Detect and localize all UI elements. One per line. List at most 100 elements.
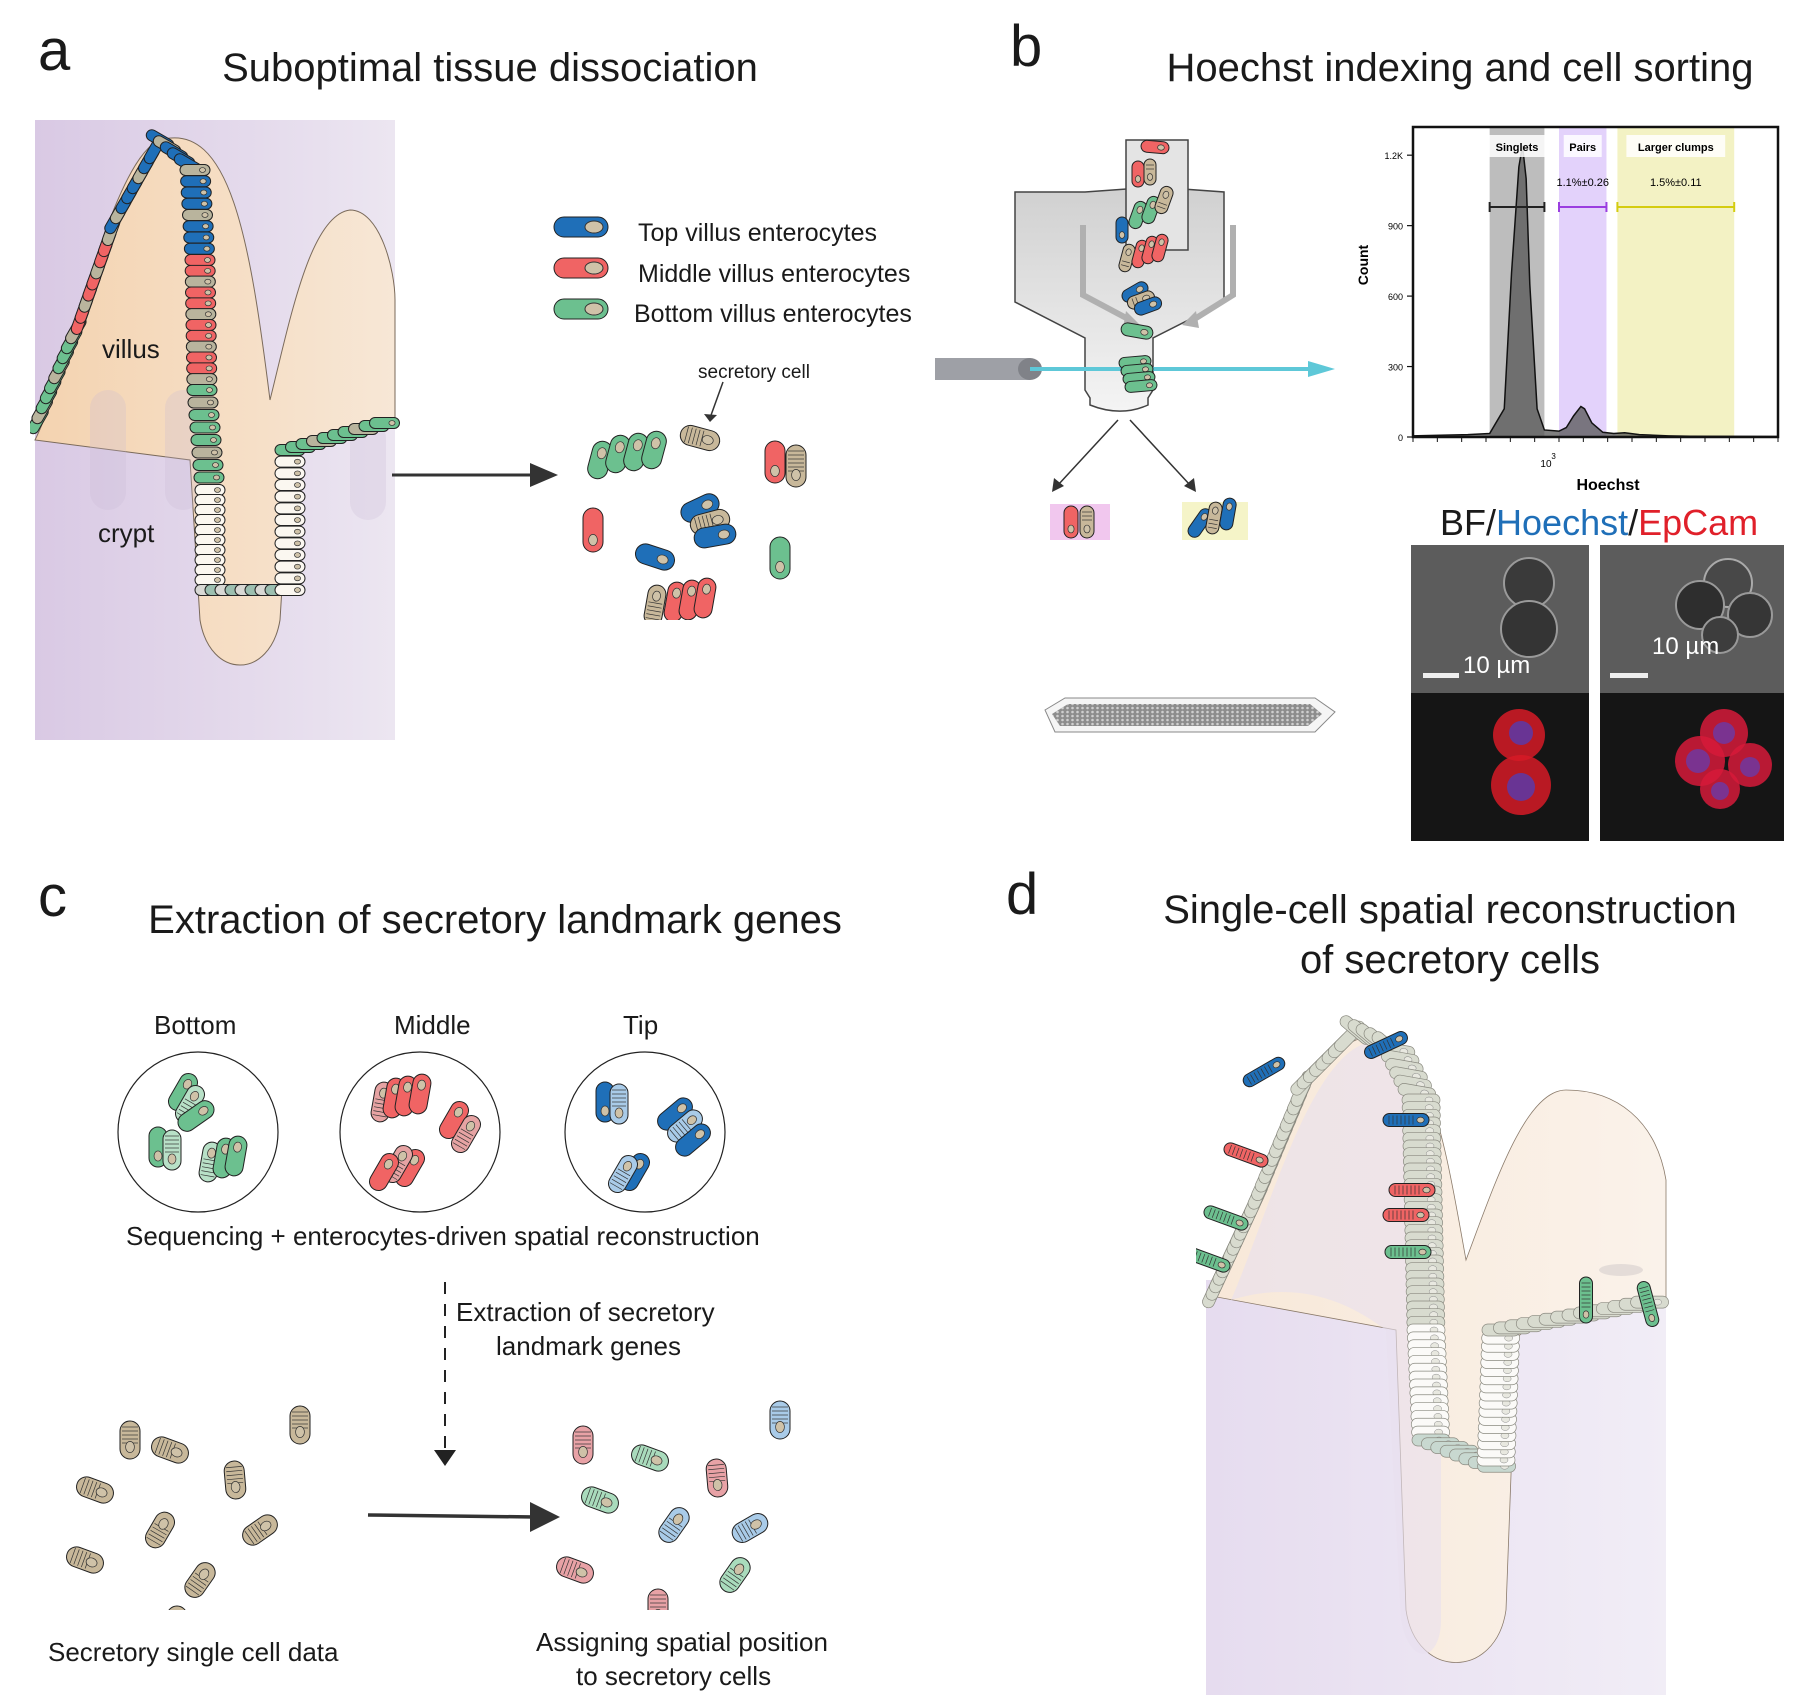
sequencing-caption: Sequencing + enterocytes-driven spatial …	[126, 1221, 760, 1251]
group-cell	[608, 1154, 638, 1194]
epithelial-cell	[188, 409, 220, 421]
legend-middle-label: Middle villus enterocytes	[638, 260, 911, 288]
scale-bar-label-left: 10 µm	[1463, 652, 1531, 679]
legend-middle-icon	[553, 257, 609, 279]
legend-bottom-icon	[553, 298, 609, 320]
group-label-bottom: Bottom	[154, 1010, 237, 1040]
group-circle-bottom	[117, 1051, 279, 1213]
brightfield-image-pair: 10 µm	[1411, 545, 1589, 693]
gate-region-larger-clumps	[1617, 127, 1735, 437]
gate-region-pairs	[1559, 127, 1607, 437]
bottom-cell	[769, 536, 791, 580]
epithelial-cell	[274, 479, 306, 491]
assigned-secretory-cell	[631, 1444, 669, 1472]
epithelial-cell	[186, 362, 218, 375]
panel-d-title-line2: of secretory cells	[1299, 938, 1601, 982]
epithelial-cell	[180, 175, 212, 188]
epithelial-cell	[274, 560, 306, 573]
epithelial-cell	[194, 494, 226, 506]
epithelial-cell	[194, 524, 226, 536]
epithelial-cell	[193, 471, 225, 484]
epithelial-cell	[190, 434, 222, 446]
epithelial-cell	[183, 242, 215, 255]
panel-a-title: Suboptimal tissue dissociation	[222, 46, 758, 90]
assigned-secretory-cell	[572, 1425, 594, 1465]
epithelial-cell	[185, 286, 216, 299]
secretory-cell	[242, 1514, 278, 1546]
y-tick-label: 900	[1388, 222, 1403, 232]
assigned-secretory-cell	[769, 1400, 791, 1440]
epithelial-cell	[194, 504, 226, 516]
epithelial-cell	[274, 549, 306, 561]
dissociation-arrow	[392, 463, 558, 487]
well-plate	[1044, 697, 1336, 733]
group-cell	[224, 1135, 248, 1177]
group-cell	[451, 1114, 481, 1154]
epithelial-cell	[274, 490, 306, 503]
clump-cell	[693, 577, 717, 619]
panel-letter-d: d	[1006, 862, 1039, 927]
secretory-cell	[785, 444, 807, 488]
bottom-cell	[1120, 322, 1154, 340]
clump-cell	[1219, 497, 1237, 531]
assign-caption-line2: to secretory cells	[576, 1661, 772, 1691]
highlighted-secretory-cell	[1242, 1056, 1286, 1088]
extraction-caption-line1: Extraction of secretory	[456, 1297, 715, 1327]
assign-arrow	[367, 1513, 536, 1519]
epithelial-cell	[184, 264, 216, 277]
epithelial-cell	[179, 164, 211, 176]
highlighted-secretory-cell	[1382, 1113, 1430, 1127]
epithelial-cell	[184, 275, 216, 288]
highlighted-secretory-cell	[1384, 1245, 1432, 1259]
middle-cell	[582, 507, 604, 553]
background-cell-outline	[1599, 1264, 1643, 1276]
top-cell	[1115, 216, 1129, 244]
top-cell	[693, 523, 737, 549]
gate-percent-label: 1.1%±0.26	[1556, 177, 1609, 189]
secretory-cell	[289, 1405, 311, 1445]
legend-bottom-label: Bottom villus enterocytes	[634, 300, 912, 328]
secretory-cell	[679, 424, 721, 452]
epithelial-cell	[369, 417, 400, 429]
dissociated-cells	[582, 381, 807, 620]
epithelial-cell	[185, 340, 217, 353]
secretory-cell	[166, 1605, 188, 1610]
secretory-cell	[1143, 158, 1157, 186]
plot-frame	[1411, 125, 1780, 439]
villus-crypt-illustration: villus crypt	[30, 120, 400, 740]
assigned-secretory-cell	[705, 1458, 729, 1498]
sample-tube	[1125, 139, 1189, 251]
assigned-secretory-cell	[556, 1556, 594, 1584]
brightfield-image-clump: 10 µm	[1600, 545, 1784, 693]
extraction-caption-line2: landmark genes	[496, 1331, 681, 1361]
epithelial-cell	[180, 186, 212, 199]
epithelial-cell	[184, 254, 216, 266]
assigned-secretory-cell	[647, 1588, 669, 1610]
villus-label: villus	[102, 334, 160, 364]
epithelial-cell	[274, 572, 306, 585]
epithelial-cell	[189, 421, 221, 434]
epithelial-cell	[194, 554, 226, 566]
legend-top-icon	[553, 216, 609, 238]
secretory-data-caption: Secretory single cell data	[48, 1637, 339, 1667]
epithelial-cell	[185, 329, 217, 342]
secretory-cell	[119, 1420, 141, 1460]
epithelial-cell	[182, 209, 213, 221]
top-cell	[1121, 281, 1149, 303]
assigned-secretory-cell	[581, 1486, 619, 1514]
epithelial-cell	[194, 574, 226, 586]
gate-label: Larger clumps	[1638, 142, 1714, 154]
epithelial-cell	[274, 502, 306, 515]
y-tick-label: 0	[1398, 433, 1403, 443]
fluorescence-image-clump	[1600, 693, 1784, 841]
scale-bar-label-right: 10 µm	[1652, 633, 1720, 660]
epithelial-cell	[274, 584, 306, 596]
sheath-flow-arrow-left	[1080, 225, 1132, 323]
highlighted-secretory-cell	[1196, 1247, 1231, 1273]
epithelial-cell	[186, 373, 218, 386]
epithelial-cells-d	[1196, 1015, 1669, 1473]
legend-top-label: Top villus enterocytes	[638, 219, 878, 247]
bottom-cell	[1124, 379, 1158, 393]
epithelial-cell	[186, 351, 217, 364]
